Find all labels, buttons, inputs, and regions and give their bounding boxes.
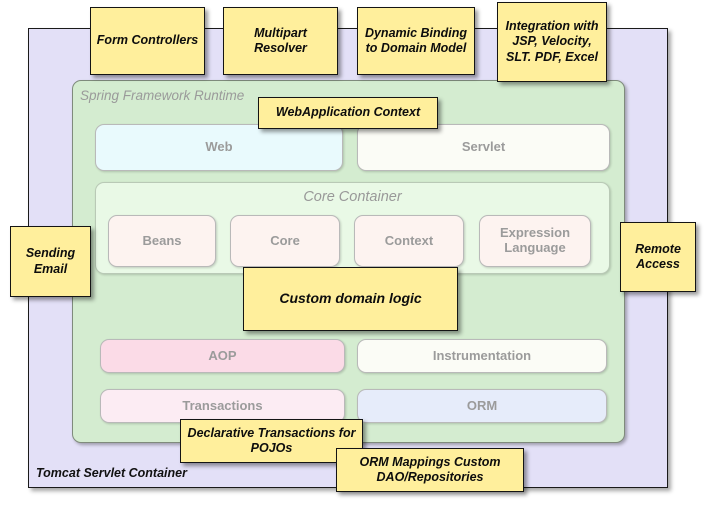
note-orm-mappings-label: ORM Mappings Custom DAO/Repositories [359,454,501,484]
module-servlet[interactable]: Servlet [357,124,610,171]
module-context[interactable]: Context [354,215,464,267]
note-webapplication-context[interactable]: WebApplication Context [258,97,438,129]
spring-framework-runtime-label: Spring Framework Runtime [80,88,245,103]
module-expression-language-label: Expression Language [499,225,571,255]
note-dynamic-binding-label: Dynamic Binding to Domain Model [364,25,468,55]
tomcat-servlet-container-label: Tomcat Servlet Container [36,466,187,480]
note-remote-access[interactable]: Remote Access [620,222,696,292]
module-instrumentation[interactable]: Instrumentation [357,339,607,373]
module-web[interactable]: Web [95,124,343,171]
note-custom-domain-logic-label: Custom domain logic [279,290,422,307]
core-container-label: Core Container [303,189,402,205]
note-integration-label: Integration with JSP, Velocity, SLT. PDF… [505,19,599,64]
module-aop[interactable]: AOP [100,339,345,373]
module-core[interactable]: Core [230,215,340,267]
note-multipart-resolver[interactable]: Multipart Resolver [223,7,338,75]
note-orm-mappings[interactable]: ORM Mappings Custom DAO/Repositories [336,448,524,492]
module-context-label: Context [384,232,434,248]
note-sending-email[interactable]: Sending Email [10,226,91,297]
note-declarative-transactions-label: Declarative Transactions for POJOs [187,425,356,455]
module-transactions-label: Transactions [182,397,263,413]
module-orm[interactable]: ORM [357,389,607,423]
note-sending-email-label: Sending Email [25,246,76,276]
module-beans-label: Beans [142,232,182,248]
note-custom-domain-logic[interactable]: Custom domain logic [243,267,458,331]
module-instrumentation-label: Instrumentation [432,347,532,363]
module-web-label: Web [205,139,233,155]
module-orm-label: ORM [466,397,498,413]
module-core-label: Core [270,232,300,248]
note-dynamic-binding[interactable]: Dynamic Binding to Domain Model [357,7,475,75]
module-beans[interactable]: Beans [108,215,216,267]
module-aop-label: AOP [208,347,237,363]
note-webapplication-context-label: WebApplication Context [275,105,421,120]
module-transactions[interactable]: Transactions [100,389,345,423]
note-declarative-transactions[interactable]: Declarative Transactions for POJOs [180,419,363,463]
note-form-controllers-label: Form Controllers [96,33,199,48]
note-remote-access-label: Remote Access [635,241,681,271]
module-expression-language[interactable]: Expression Language [479,215,591,267]
module-servlet-label: Servlet [461,139,506,155]
note-multipart-resolver-label: Multipart Resolver [254,25,307,55]
note-integration[interactable]: Integration with JSP, Velocity, SLT. PDF… [497,2,607,82]
note-form-controllers[interactable]: Form Controllers [90,7,205,75]
